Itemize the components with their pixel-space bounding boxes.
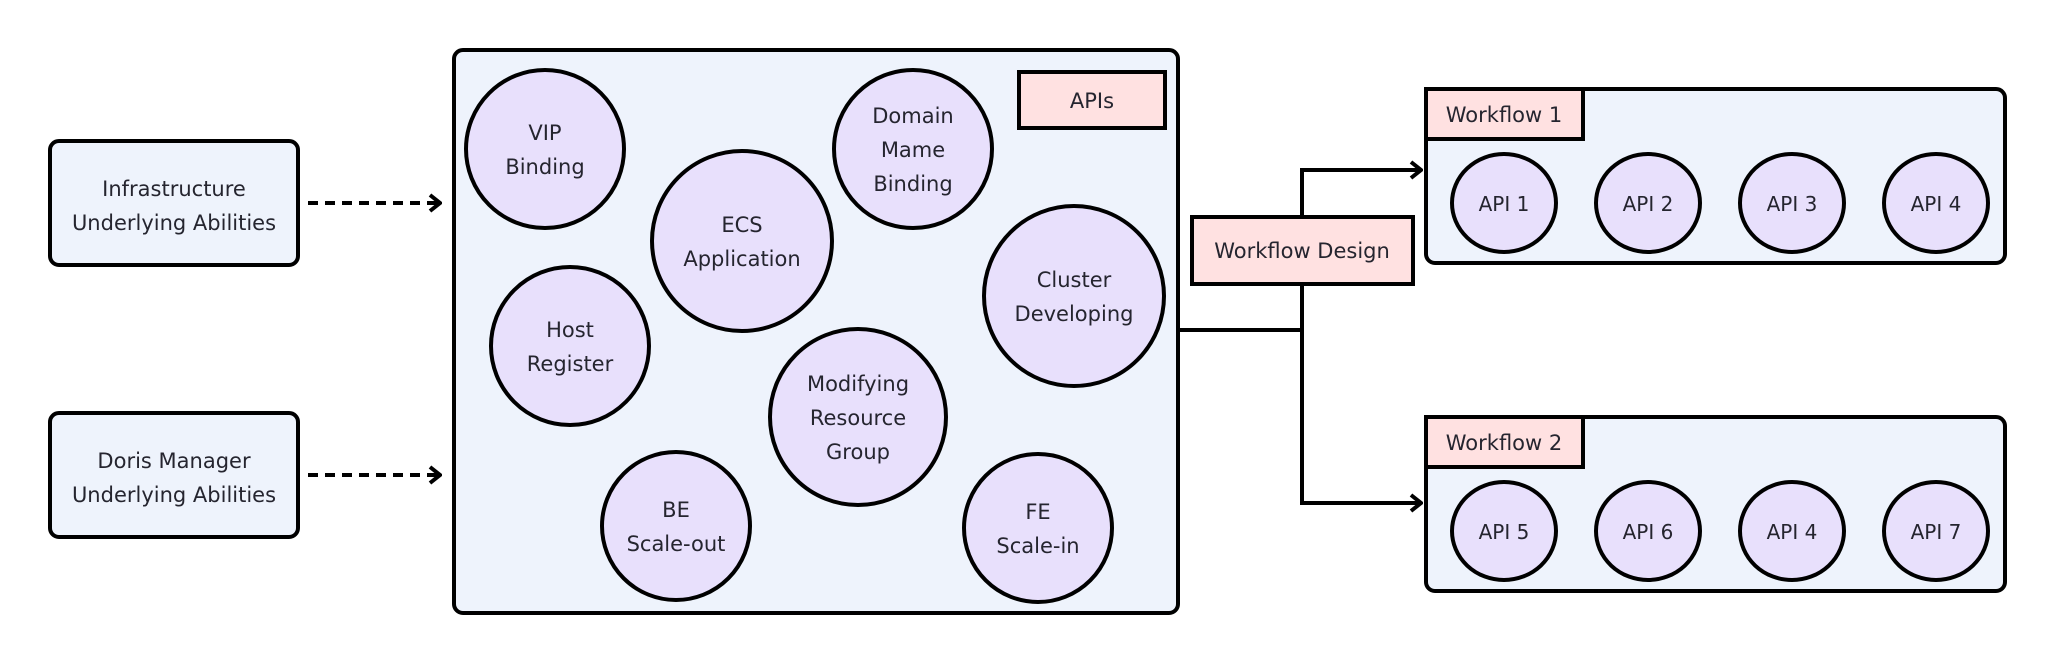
workflow-api-ellipse xyxy=(1450,480,1558,582)
workflow-api-node: API 5 xyxy=(1450,480,1558,582)
workflow-api-ellipse xyxy=(1450,152,1558,254)
api-node-label: Binding xyxy=(505,155,584,179)
api-node-circle xyxy=(600,450,752,602)
workflow-api-label: API 3 xyxy=(1767,192,1818,216)
api-node-circle xyxy=(464,68,626,230)
source-label-line: Underlying Abilities xyxy=(72,483,276,507)
api-node-circle xyxy=(982,204,1166,388)
workflow-api-label: API 7 xyxy=(1911,520,1962,544)
api-node-label: Register xyxy=(527,352,614,376)
workflow-api-ellipse xyxy=(1882,480,1990,582)
workflow-api-node: API 2 xyxy=(1594,152,1702,254)
api-node-label: Application xyxy=(683,247,800,271)
workflow-api-label: API 1 xyxy=(1479,192,1530,216)
workflow-api-node: API 7 xyxy=(1882,480,1990,582)
workflow-api-node: API 1 xyxy=(1450,152,1558,254)
workflow-api-node: API 6 xyxy=(1594,480,1702,582)
workflow-2-box: Workflow 2 API 5 API 6 API 4 API 7 xyxy=(1424,415,2007,593)
api-node-circle xyxy=(650,149,834,333)
workflow-api-ellipse xyxy=(1882,152,1990,254)
api-node-label: Binding xyxy=(873,172,952,196)
api-node-label: Modifying xyxy=(807,372,909,396)
workflow-title: Workflow 2 xyxy=(1446,431,1562,455)
workflow-connectors xyxy=(1178,170,1421,503)
api-node-label: Host xyxy=(546,318,594,342)
api-node-label: ECS xyxy=(721,213,762,237)
api-node: BE Scale-out xyxy=(600,450,752,602)
workflow-api-ellipse xyxy=(1738,152,1846,254)
workflow-api-node: API 4 xyxy=(1738,480,1846,582)
workflow-design-box: Workflow Design xyxy=(1190,215,1415,286)
workflow-api-label: API 6 xyxy=(1623,520,1674,544)
api-node-label: Domain xyxy=(872,104,954,128)
api-node-label: VIP xyxy=(528,121,561,145)
workflow-design-label: Workflow Design xyxy=(1214,239,1390,263)
api-node-label: Scale-out xyxy=(627,532,726,556)
api-node: FE Scale-in xyxy=(962,452,1114,604)
api-node-circle xyxy=(962,452,1114,604)
design-to-workflow-1-arrow xyxy=(1300,170,1421,216)
workflow-api-node: API 4 xyxy=(1882,152,1990,254)
workflow-api-ellipse xyxy=(1594,480,1702,582)
api-node-label: Cluster xyxy=(1037,268,1112,292)
api-node-circle xyxy=(768,327,948,507)
workflow-api-label: API 4 xyxy=(1767,520,1818,544)
workflow-api-label: API 5 xyxy=(1479,520,1530,544)
workflow-title: Workflow 1 xyxy=(1446,103,1562,127)
api-node-circle xyxy=(489,265,651,427)
api-node-label: Group xyxy=(826,440,890,464)
workflow-1-box: Workflow 1 API 1 API 2 API 3 API 4 xyxy=(1424,87,2007,265)
workflow-api-ellipse xyxy=(1594,152,1702,254)
api-node: VIP Binding xyxy=(464,68,626,230)
api-node-label: Developing xyxy=(1015,302,1134,326)
api-node-label: Resource xyxy=(810,406,906,430)
apis-title: APIs xyxy=(1070,89,1114,113)
workflow-api-label: API 4 xyxy=(1911,192,1962,216)
source-box-doris-manager: Doris Manager Underlying Abilities xyxy=(48,411,300,539)
api-node: ECS Application xyxy=(650,149,834,333)
design-to-workflow-2-arrow xyxy=(1300,284,1421,503)
workflow-title-tab xyxy=(1424,415,1585,469)
workflow-api-label: API 2 xyxy=(1623,192,1674,216)
api-node-circle xyxy=(832,68,994,230)
source-label-line: Infrastructure xyxy=(102,177,246,201)
source-label-line: Doris Manager xyxy=(97,449,251,473)
api-node-label: BE xyxy=(662,498,690,522)
source-label-line: Underlying Abilities xyxy=(72,211,276,235)
source-box-infrastructure: Infrastructure Underlying Abilities xyxy=(48,139,300,267)
workflow-title-tab xyxy=(1424,87,1585,141)
api-node-label: Scale-in xyxy=(996,534,1079,558)
apis-title-badge: APIs xyxy=(1017,70,1167,130)
api-node-label: Mame xyxy=(881,138,945,162)
workflow-api-ellipse xyxy=(1738,480,1846,582)
api-node-label: FE xyxy=(1025,500,1050,524)
workflow-api-node: API 3 xyxy=(1738,152,1846,254)
